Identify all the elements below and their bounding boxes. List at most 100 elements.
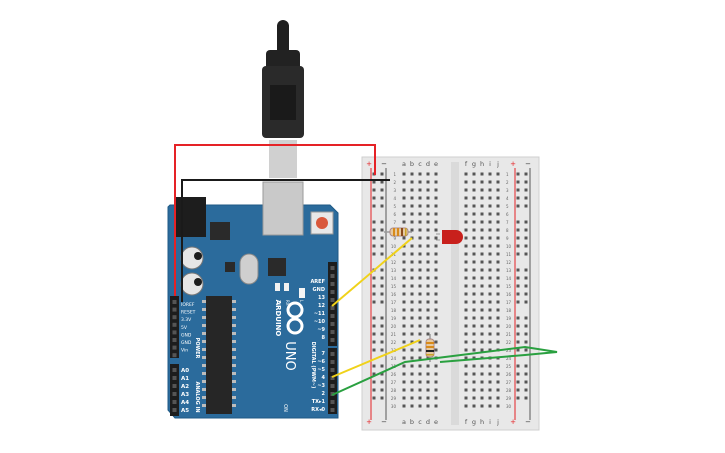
row-number: 4 (393, 196, 396, 201)
row-number: 7 (506, 220, 509, 225)
row-number: 3 (506, 188, 509, 193)
digital-pin-label: ~5 (317, 367, 325, 373)
row-number: 18 (391, 308, 397, 313)
column-label: c (418, 418, 422, 426)
row-number: 9 (506, 236, 509, 241)
tx-label: TX (276, 299, 281, 305)
row-number: 10 (506, 244, 512, 249)
analog-pin-label: A2 (181, 384, 189, 390)
column-label: g (472, 418, 476, 426)
digital-pin-label: ~10 (314, 319, 326, 325)
rail-label: + (366, 160, 372, 168)
column-label: j (496, 160, 499, 168)
resistor-1 (384, 227, 412, 237)
power-header (170, 296, 179, 358)
column-label: h (480, 418, 484, 426)
analog-pin-label: A1 (181, 376, 189, 382)
column-label: d (426, 160, 430, 168)
wire-yellow-2 (331, 339, 421, 378)
digital-title: DIGITAL (PWM~) (310, 342, 316, 389)
row-number: 27 (506, 380, 512, 385)
digital-pin-label: ~6 (317, 359, 325, 365)
rx-label: RX (285, 300, 290, 306)
wire-green (331, 345, 558, 396)
led-red (436, 230, 463, 244)
column-label: b (410, 160, 414, 168)
row-number: 17 (391, 300, 397, 305)
arduino-logo (286, 301, 304, 335)
digital-pin-label: TX▸1 (312, 399, 326, 405)
power-pin-label: 3.3V (181, 317, 192, 323)
row-number: 29 (391, 396, 397, 401)
digital-pin-label: 2 (322, 391, 326, 397)
analog-pin-label: A0 (181, 368, 189, 374)
digital-pin-label: RX◂0 (311, 407, 325, 413)
l-label: L (299, 300, 304, 303)
row-number: 30 (506, 404, 512, 409)
row-number: 13 (391, 268, 397, 273)
digital-pin-label: ~11 (314, 311, 326, 317)
row-number: 6 (506, 212, 509, 217)
power-pin-label: RESET (181, 310, 196, 316)
row-number: 21 (506, 332, 512, 337)
row-number: 13 (506, 268, 512, 273)
analog-title: ANALOG IN (194, 381, 200, 412)
power-pin-label: 5V (181, 325, 188, 331)
row-number: 16 (506, 292, 512, 297)
row-number: 21 (391, 332, 397, 337)
row-number: 17 (506, 300, 512, 305)
wire-yellow-1 (331, 237, 413, 307)
row-number: 20 (506, 324, 512, 329)
row-number: 7 (393, 220, 396, 225)
crystal (239, 253, 259, 285)
digital-header-high (328, 262, 337, 346)
column-label: b (410, 418, 414, 426)
row-number: 5 (506, 204, 509, 209)
power-pin-label: GND (181, 340, 192, 346)
power-pin-label: GND (181, 332, 192, 338)
model-text: UNO (282, 341, 297, 370)
column-label: g (472, 160, 476, 168)
digital-pin-label: 4 (322, 375, 326, 381)
row-number: 19 (506, 316, 512, 321)
row-number: 4 (506, 196, 509, 201)
row-number: 14 (506, 276, 512, 281)
wires (174, 144, 558, 396)
power-pin-label: IOREF (181, 302, 195, 308)
row-number: 1 (506, 172, 509, 177)
row-number: 26 (506, 372, 512, 377)
row-number: 5 (393, 204, 396, 209)
row-number: 18 (506, 308, 512, 313)
row-number: 2 (506, 180, 509, 185)
analog-pin-label: A3 (181, 392, 189, 398)
rail-label: + (510, 160, 516, 168)
column-label: h (480, 160, 484, 168)
power-jack (174, 197, 206, 237)
row-number: 20 (391, 324, 397, 329)
row-number: 3 (393, 188, 396, 193)
row-number: 15 (391, 284, 397, 289)
analog-header (170, 364, 179, 416)
column-label: c (418, 160, 422, 168)
rail-label: − (381, 160, 387, 168)
row-number: 28 (391, 388, 397, 393)
row-number: 1 (393, 172, 396, 177)
row-number: 6 (393, 212, 396, 217)
row-number: 19 (391, 316, 397, 321)
row-number: 26 (391, 372, 397, 377)
row-number: 24 (391, 356, 397, 361)
column-label: f (465, 160, 468, 168)
row-number: 28 (506, 388, 512, 393)
brand-text: ARDUINO (274, 300, 282, 337)
rail-label: − (525, 160, 531, 168)
digital-pin-label: ~9 (317, 327, 325, 333)
arduino-board: ARDUINO UNO ON TX RX L POWER ANALOG IN D… (167, 181, 339, 419)
column-label: i (489, 160, 491, 168)
row-number: 22 (506, 340, 512, 345)
column-label: d (426, 418, 430, 426)
digital-pin-label: ~3 (317, 383, 325, 389)
digital-pin-label: GND (313, 287, 325, 293)
row-number: 12 (506, 260, 512, 265)
column-label: f (465, 418, 468, 426)
